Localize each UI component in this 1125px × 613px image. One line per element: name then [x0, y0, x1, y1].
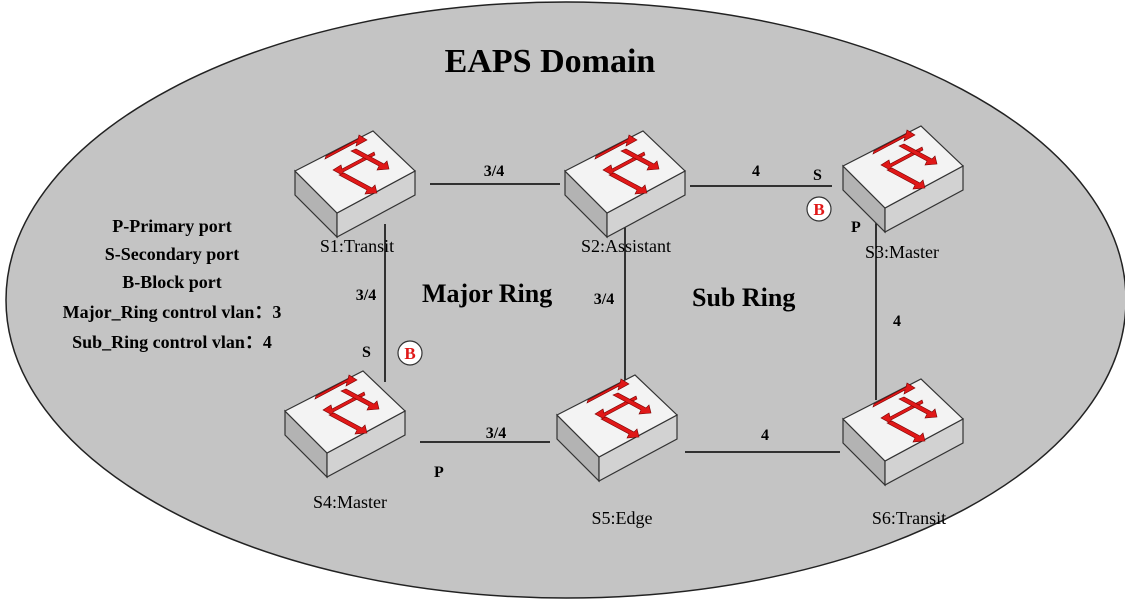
legend-line-block: B-Block port: [122, 272, 222, 292]
sub-ring-label: Sub Ring: [692, 283, 795, 312]
switch-label-s2: S2:Assistant: [581, 236, 671, 256]
block-badge-s4: B: [397, 340, 423, 366]
switch-label-s4: S4:Master: [313, 492, 387, 512]
eaps-domain-ellipse: [5, 1, 1125, 599]
block-badge-s3: B: [806, 196, 832, 222]
legend-line-primary: P-Primary port: [112, 216, 231, 236]
major-ring-label: Major Ring: [422, 279, 552, 308]
link-label-s2-s3: 4: [752, 163, 760, 180]
link-label-s5-s6: 4: [761, 427, 769, 444]
legend-line-secondary: S-Secondary port: [105, 244, 240, 264]
link-label-s3-s6: 4: [893, 313, 901, 330]
domain-title: EAPS Domain: [445, 43, 656, 80]
block-badge-s3-text: B: [813, 200, 824, 219]
switch-label-s5: S5:Edge: [592, 508, 653, 528]
switch-label-s1: S1:Transit: [320, 236, 394, 256]
block-port-badge-icon: [806, 196, 832, 222]
link-label-s1-s2: 3/4: [484, 163, 504, 180]
legend: P-Primary port S-Secondary port B-Block …: [63, 216, 282, 352]
link-label-s4-s5: 3/4: [486, 425, 506, 442]
port-s3-primary: P: [851, 219, 861, 236]
switch-label-s3: S3:Master: [865, 242, 939, 262]
block-badge-s4-text: B: [404, 344, 415, 363]
legend-line-major-vlan: Major_Ring control vlan：3: [63, 302, 282, 322]
link-label-s1-s4: 3/4: [356, 287, 376, 304]
switch-label-s6: S6:Transit: [872, 508, 946, 528]
legend-line-sub-vlan: Sub_Ring control vlan：4: [72, 332, 272, 352]
links-group: [384, 183, 877, 453]
link-label-s2-s5: 3/4: [594, 291, 614, 308]
block-port-badge-icon: [397, 340, 423, 366]
port-s3-secondary: S: [813, 167, 822, 184]
port-s4-primary: P: [434, 464, 444, 481]
port-s4-secondary: S: [362, 344, 371, 361]
